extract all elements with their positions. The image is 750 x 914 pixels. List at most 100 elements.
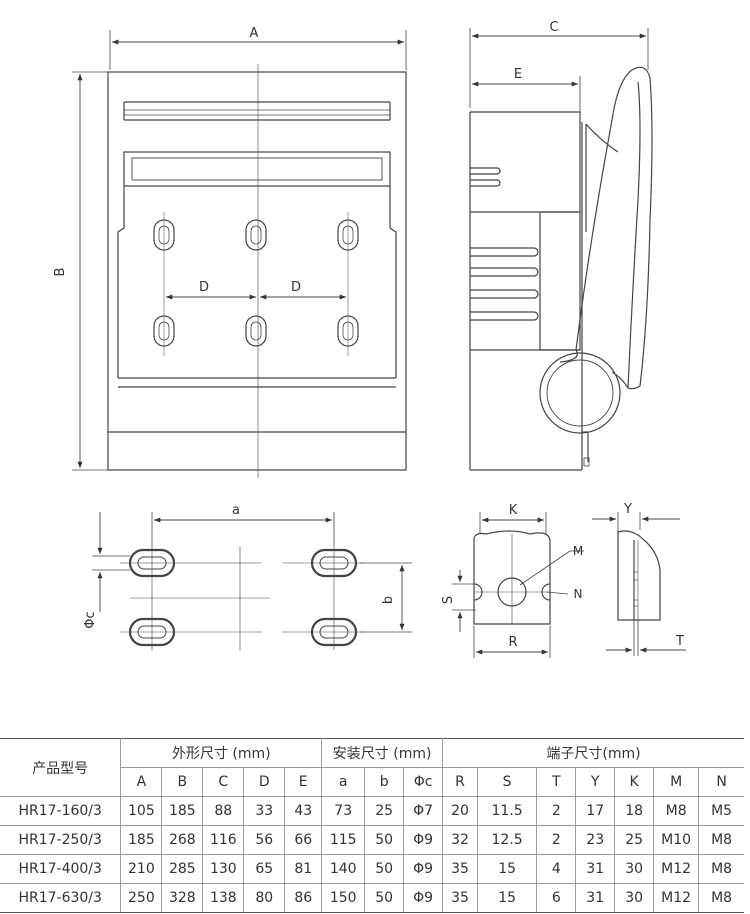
table-header-row-columns: A B C D E a b Φc R S T Y K M N bbox=[0, 767, 744, 797]
value-cell: Φ9 bbox=[403, 883, 444, 913]
col-header: B bbox=[161, 767, 204, 797]
value-cell: 31 bbox=[575, 883, 616, 913]
value-cell: 30 bbox=[614, 854, 655, 884]
label-E: E bbox=[514, 67, 522, 82]
value-cell: 138 bbox=[202, 883, 245, 913]
value-cell: 32 bbox=[442, 825, 478, 855]
value-cell: 31 bbox=[575, 854, 616, 884]
value-cell: 115 bbox=[321, 825, 366, 855]
col-header: a bbox=[321, 767, 366, 797]
value-cell: M12 bbox=[653, 854, 700, 884]
value-cell: M10 bbox=[653, 825, 700, 855]
value-cell: Φ7 bbox=[403, 796, 444, 826]
value-cell: 88 bbox=[202, 796, 245, 826]
model-cell: HR17-250/3 bbox=[0, 825, 122, 855]
label-phi-c: Φc bbox=[83, 611, 98, 628]
value-cell: 81 bbox=[284, 854, 323, 884]
value-cell: 56 bbox=[243, 825, 286, 855]
value-cell: 150 bbox=[321, 883, 366, 913]
value-cell: 11.5 bbox=[476, 796, 538, 826]
label-N: N bbox=[574, 587, 583, 601]
label-C: C bbox=[549, 20, 558, 35]
value-cell: 33 bbox=[243, 796, 286, 826]
value-cell: 268 bbox=[161, 825, 204, 855]
label-a: a bbox=[232, 503, 240, 518]
value-cell: 50 bbox=[364, 854, 405, 884]
value-cell: 15 bbox=[476, 854, 538, 884]
value-cell: M8 bbox=[698, 883, 744, 913]
leader-M bbox=[519, 550, 571, 586]
label-K: K bbox=[509, 503, 518, 518]
col-header: C bbox=[202, 767, 245, 797]
value-cell: 4 bbox=[536, 854, 577, 884]
value-cell: 50 bbox=[364, 883, 405, 913]
value-cell: 250 bbox=[120, 883, 163, 913]
value-cell: 66 bbox=[284, 825, 323, 855]
label-T: T bbox=[675, 634, 684, 649]
label-b: b bbox=[381, 596, 396, 604]
label-R: R bbox=[508, 635, 517, 650]
group-header-terminal: 端子尺寸(mm) bbox=[442, 738, 744, 768]
value-cell: 185 bbox=[120, 825, 163, 855]
label-D-right: D bbox=[291, 280, 301, 295]
value-cell: M8 bbox=[653, 796, 700, 826]
label-S: S bbox=[441, 596, 456, 604]
col-header: b bbox=[364, 767, 405, 797]
value-cell: Φ9 bbox=[403, 825, 444, 855]
group-header-install: 安装尺寸 (mm) bbox=[321, 738, 444, 768]
label-M: M bbox=[573, 544, 583, 558]
value-cell: 35 bbox=[442, 854, 478, 884]
col-header: T bbox=[536, 767, 577, 797]
value-cell: 15 bbox=[476, 883, 538, 913]
value-cell: 17 bbox=[575, 796, 616, 826]
col-header: R bbox=[442, 767, 478, 797]
col-header: E bbox=[284, 767, 323, 797]
value-cell: M12 bbox=[653, 883, 700, 913]
value-cell: M8 bbox=[698, 854, 744, 884]
value-cell: 116 bbox=[202, 825, 245, 855]
value-cell: 105 bbox=[120, 796, 163, 826]
label-Y: Y bbox=[623, 502, 632, 517]
value-cell: M8 bbox=[698, 825, 744, 855]
model-cell: HR17-160/3 bbox=[0, 796, 122, 826]
value-cell: 130 bbox=[202, 854, 245, 884]
value-cell: 86 bbox=[284, 883, 323, 913]
group-header-outline: 外形尺寸 (mm) bbox=[120, 738, 323, 768]
value-cell: 285 bbox=[161, 854, 204, 884]
value-cell: 25 bbox=[614, 825, 655, 855]
col-header: Y bbox=[575, 767, 616, 797]
terminal-detail bbox=[452, 512, 584, 658]
value-cell: 185 bbox=[161, 796, 204, 826]
table-header-row-groups: 产品型号 外形尺寸 (mm) 安装尺寸 (mm) 端子尺寸(mm) bbox=[0, 738, 744, 797]
value-cell: 50 bbox=[364, 825, 405, 855]
value-cell: 210 bbox=[120, 854, 163, 884]
spec-table: 产品型号 外形尺寸 (mm) 安装尺寸 (mm) 端子尺寸(mm) A B C … bbox=[0, 738, 744, 913]
col-header: A bbox=[120, 767, 163, 797]
col-header: M bbox=[653, 767, 700, 797]
value-cell: 73 bbox=[321, 796, 366, 826]
value-cell: 80 bbox=[243, 883, 286, 913]
value-cell: 18 bbox=[614, 796, 655, 826]
model-cell: HR17-400/3 bbox=[0, 854, 122, 884]
mounting-holes bbox=[92, 512, 412, 650]
technical-drawing: A B C E D D a Φc b K M N S R Y T bbox=[53, 20, 686, 658]
value-cell: 35 bbox=[442, 883, 478, 913]
value-cell: 20 bbox=[442, 796, 478, 826]
product-model-header: 产品型号 bbox=[0, 738, 122, 797]
label-A: A bbox=[250, 26, 259, 41]
label-B: B bbox=[53, 268, 68, 277]
col-header: S bbox=[476, 767, 538, 797]
col-header: Φc bbox=[403, 767, 444, 797]
col-header: D bbox=[243, 767, 286, 797]
value-cell: 2 bbox=[536, 825, 577, 855]
col-header: N bbox=[698, 767, 744, 797]
value-cell: 2 bbox=[536, 796, 577, 826]
side-view bbox=[469, 28, 653, 471]
value-cell: Φ9 bbox=[403, 854, 444, 884]
front-view bbox=[72, 30, 407, 478]
value-cell: M5 bbox=[698, 796, 744, 826]
